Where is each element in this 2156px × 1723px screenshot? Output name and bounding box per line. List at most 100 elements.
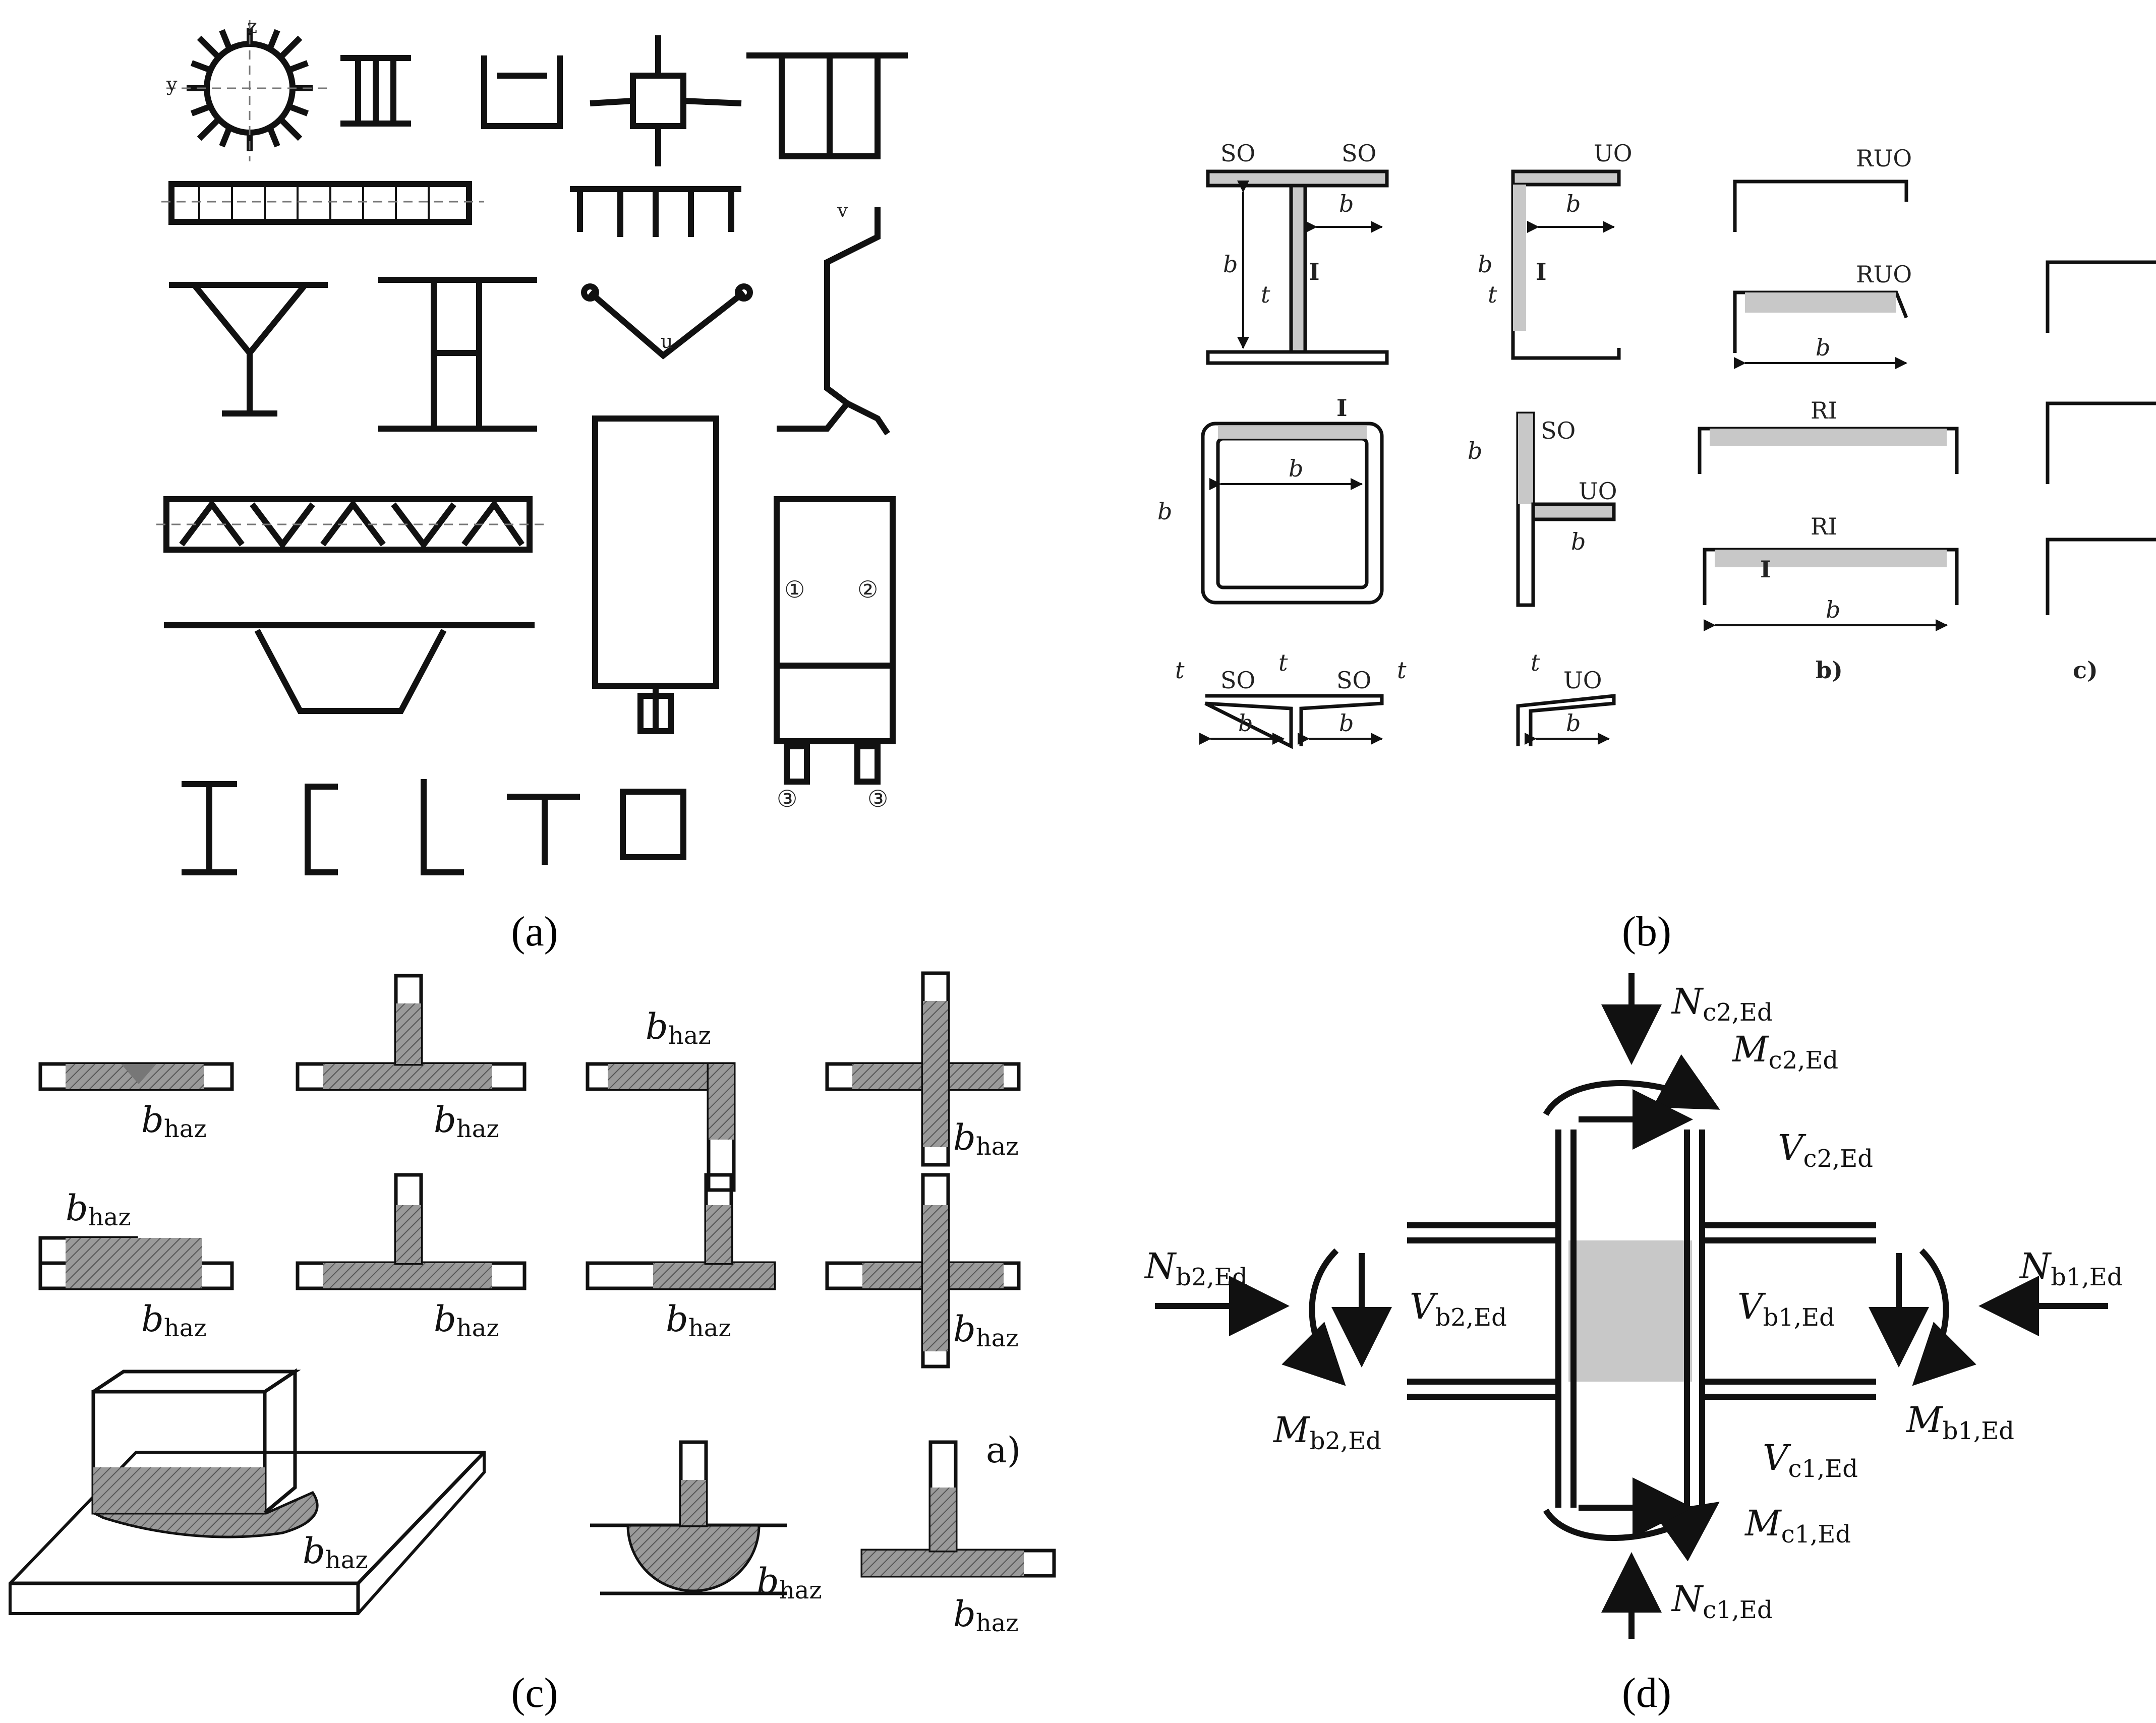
haz-label-12: bhaz xyxy=(953,1593,1019,1637)
force-labels: Nc2,Ed Mc2,Ed Vc2,Ed Nb2,Ed Vb2,Ed Mb2,E… xyxy=(1144,981,2123,1624)
haz-label-6: bhaz xyxy=(141,1298,207,1342)
haz-label-9: bhaz xyxy=(953,1309,1019,1352)
dim-t0-2: t xyxy=(1397,657,1407,684)
profile-window-frame xyxy=(592,415,719,734)
profile-z xyxy=(777,207,890,436)
profile-double-box xyxy=(746,52,908,159)
dim-b-11: b xyxy=(1238,709,1253,737)
label-mb1: Mb1,Ed xyxy=(1905,1399,2014,1445)
profile-multicell-deck xyxy=(161,181,484,225)
channel-section xyxy=(1511,169,1621,360)
haz-label-5: bhaz xyxy=(66,1187,131,1231)
panel-a: ① ② ③ ③ z y u v (a) xyxy=(156,15,908,955)
label-uo-1: UO xyxy=(1594,140,1632,167)
caption-d: (d) xyxy=(1622,1670,1671,1716)
axis-label-z: z xyxy=(247,15,257,37)
profile-finned-tube xyxy=(166,20,333,161)
i-beam-section xyxy=(1206,169,1389,365)
profile-double-web xyxy=(340,55,411,127)
axis-labels-a: z y u v xyxy=(166,15,848,352)
circle-marker-2: ② xyxy=(857,576,878,603)
profile-cross-box xyxy=(590,35,742,166)
dim-b-4: b xyxy=(1478,251,1492,278)
panel-c: bhaz bhaz bhaz bhaz bhaz bhaz bhaz bhaz … xyxy=(9,971,1056,1716)
label-i-4: I xyxy=(1760,556,1771,583)
label-ri-1: RI xyxy=(1811,397,1837,424)
tee-weld-detail-4 xyxy=(860,1440,1056,1578)
dim-b-13: b xyxy=(1566,709,1581,737)
haz-labels: bhaz bhaz bhaz bhaz bhaz bhaz bhaz bhaz … xyxy=(66,1006,1019,1637)
dim-b-7: b xyxy=(1157,498,1172,525)
label-so-2: SO xyxy=(1342,140,1376,167)
dim-b-1: b xyxy=(1339,190,1354,217)
dim-b-5: b xyxy=(1816,334,1830,361)
profile-double-h xyxy=(378,277,537,432)
label-nb2: Nb2,Ed xyxy=(1144,1245,1248,1291)
label-so-4: SO xyxy=(1220,667,1255,694)
circled-markers: ① ② ③ ③ xyxy=(777,576,888,812)
corner-weld-detail xyxy=(586,1062,736,1192)
tee-weld-detail-2 xyxy=(296,1173,527,1290)
label-vc2: Vc2,Ed xyxy=(1778,1127,1873,1173)
profile-comb xyxy=(570,186,741,237)
haz-label-4: bhaz xyxy=(953,1117,1019,1161)
subpart-c-label: c) xyxy=(2073,657,2098,684)
circle-marker-1: ① xyxy=(784,576,805,603)
dim-b-12: b xyxy=(1339,709,1354,737)
profile-truss-deck xyxy=(156,496,545,553)
fillet-lap-detail xyxy=(38,1236,234,1290)
label-nc1: Nc1,Ed xyxy=(1671,1578,1773,1624)
dim-b-3: b xyxy=(1566,190,1581,217)
haz-label-11: bhaz xyxy=(756,1561,822,1605)
haz-label-8: bhaz xyxy=(666,1298,731,1342)
joint-frame xyxy=(1407,1130,1876,1508)
label-vb1: Vb1,Ed xyxy=(1737,1286,1835,1332)
labels-b: SO SO UO RUO RUO RI RI SO UO SO SO UO I … xyxy=(1220,140,2098,694)
label-so-3: SO xyxy=(1541,417,1576,444)
tapered-flanges xyxy=(1204,694,1616,749)
dim-b-8: b xyxy=(1468,437,1482,464)
force-arrows xyxy=(1155,973,2108,1639)
profile-y xyxy=(169,282,328,417)
label-mc2: Mc2,Ed xyxy=(1731,1029,1838,1075)
circle-marker-3a: ③ xyxy=(777,785,797,812)
profile-channel xyxy=(481,55,563,129)
dim-b-10: b xyxy=(1826,596,1840,623)
label-nc2: Nc2,Ed xyxy=(1671,981,1773,1027)
profile-trough xyxy=(164,622,535,714)
label-so-5: SO xyxy=(1336,667,1371,694)
caption-b: (b) xyxy=(1622,908,1671,955)
haz-label-2: bhaz xyxy=(434,1099,499,1143)
subpart-b-label: b) xyxy=(1816,657,1843,684)
profile-small-row xyxy=(182,779,686,875)
semicircle-haz-detail xyxy=(590,1440,787,1595)
note-a: a) xyxy=(986,1430,1021,1471)
tee-weld-detail-1 xyxy=(296,974,527,1091)
caption-a: (a) xyxy=(511,908,558,955)
dim-t-1: t xyxy=(1261,281,1270,308)
dim-b-9: b xyxy=(1571,528,1586,555)
label-nb1: Nb1,Ed xyxy=(2019,1245,2123,1291)
panel-d: Nc2,Ed Mc2,Ed Vc2,Ed Nb2,Ed Vb2,Ed Mb2,E… xyxy=(1144,973,2123,1716)
profile-v-angle xyxy=(581,283,753,360)
dim-b-2: b xyxy=(1223,251,1238,278)
dim-t0-1: t xyxy=(1175,657,1185,684)
dim-t1-1: t xyxy=(1278,649,1288,676)
label-i-2: I xyxy=(1536,258,1547,285)
c-partial-profiles xyxy=(2046,260,2156,615)
dim-b-6: b xyxy=(1289,455,1303,482)
butt-weld-detail xyxy=(38,1062,234,1091)
angle-section xyxy=(1516,411,1616,607)
label-i-1: I xyxy=(1309,258,1320,285)
haz-label-1: bhaz xyxy=(141,1099,207,1143)
axis-label-u: u xyxy=(661,330,673,352)
profile-mullion xyxy=(774,496,896,785)
axis-label-y: y xyxy=(166,73,178,95)
label-mb2: Mb2,Ed xyxy=(1272,1409,1381,1455)
caption-c: (c) xyxy=(511,1670,558,1716)
circle-marker-3b: ③ xyxy=(867,785,888,812)
label-ri-2: RI xyxy=(1811,513,1837,540)
label-so-1: SO xyxy=(1220,140,1255,167)
haz-label-3: bhaz xyxy=(646,1006,711,1050)
